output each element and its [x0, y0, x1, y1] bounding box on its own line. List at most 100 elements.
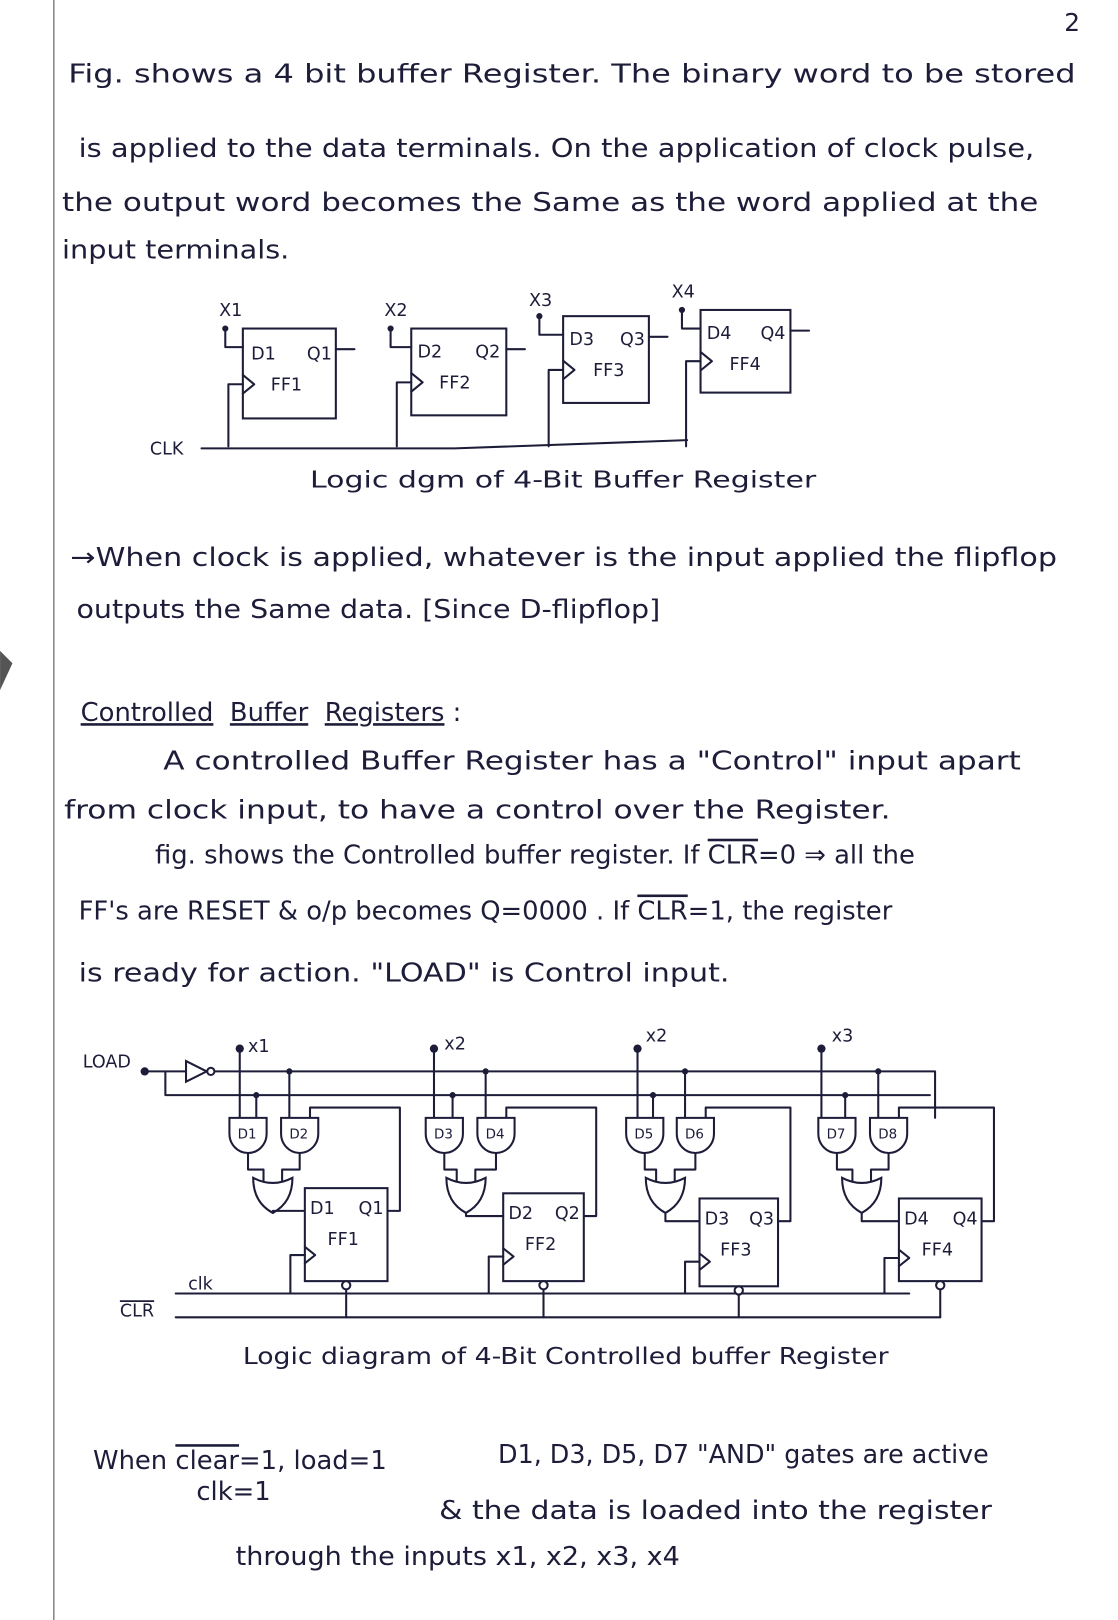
or-gate-icon: [644, 1176, 687, 1215]
data-input-wire: [538, 315, 565, 336]
and-gate-icon: [280, 1116, 320, 1154]
conclusion-line: & the data is loaded into the register: [439, 1496, 992, 1526]
or-to-ff-wire: [271, 1209, 306, 1214]
clock-triangle-icon: [502, 1247, 515, 1266]
d-label: D1: [251, 345, 276, 365]
clear-bubble: [733, 1285, 744, 1296]
junction-dot: [649, 1092, 657, 1099]
conclusion-clk: clk=1: [196, 1477, 270, 1507]
clr-overline: CLR: [708, 841, 758, 871]
or-to-ff-wire: [664, 1211, 701, 1223]
clock-bus: [200, 439, 689, 450]
clear-bubble: [935, 1280, 946, 1291]
q-label: Q2: [555, 1204, 580, 1224]
q-label: Q4: [953, 1209, 978, 1229]
flip-flop-box: [502, 1192, 585, 1283]
clear-bubble: [538, 1280, 549, 1291]
data-input-wire: [224, 327, 244, 349]
intro-line: is applied to the data terminals. On the…: [79, 134, 1035, 164]
input-label: x2: [444, 1035, 466, 1055]
input-label: X4: [672, 283, 695, 303]
input-label: x3: [832, 1026, 854, 1046]
buffer-gate-icon: [184, 1059, 210, 1084]
intro-line: the output word becomes the Same as the …: [62, 188, 1038, 218]
d-label: D3: [569, 330, 594, 350]
gate-label: D3: [434, 1128, 453, 1143]
clock-triangle-icon: [241, 373, 256, 395]
q-label: Q4: [760, 324, 785, 344]
heading-word: Controlled: [81, 698, 214, 728]
page-number: 2: [1064, 8, 1080, 37]
junction-dot: [875, 1068, 882, 1075]
and-to-or-wire: [643, 1151, 658, 1182]
text-segment: =1, the register: [688, 897, 893, 927]
gate-label: D6: [685, 1128, 704, 1143]
load-label: LOAD: [83, 1052, 131, 1072]
clock-triangle-icon: [897, 1248, 911, 1268]
clk-label: clk: [188, 1274, 214, 1294]
or-gate-icon: [841, 1176, 883, 1215]
junction-dot: [253, 1092, 260, 1099]
gate-label: D5: [634, 1128, 653, 1143]
and-gate-icon: [476, 1116, 516, 1154]
flip-flop-box: [562, 315, 650, 404]
and-to-or-wire: [835, 1151, 854, 1182]
or-to-ff-wire: [860, 1211, 900, 1223]
flip-flop-box: [897, 1197, 983, 1283]
d-label: D4: [904, 1209, 929, 1229]
clock-wire: [547, 368, 565, 448]
data-input-wire: [680, 308, 702, 330]
d-label: D1: [310, 1199, 335, 1219]
clr-overline: CLR: [637, 897, 687, 927]
heading-word: Registers: [325, 698, 445, 728]
and-gate-icon: [424, 1116, 464, 1154]
flip-flop-box: [410, 327, 508, 417]
feedback-wire: [704, 1106, 792, 1223]
gate-label: D7: [827, 1128, 846, 1143]
junction-dot: [842, 1092, 849, 1099]
d-label: D4: [707, 324, 732, 344]
section-line: A controlled Buffer Register has a "Cont…: [163, 747, 1021, 777]
intro-line: input terminals.: [62, 235, 289, 265]
q-label: Q2: [475, 342, 500, 362]
flip-flop-box: [698, 1197, 780, 1288]
flip-flop-box: [699, 308, 792, 394]
ff-label: FF2: [525, 1235, 556, 1255]
intro-paragraph: Fig. shows a 4 bit buffer Register. The …: [62, 60, 1076, 266]
conclusion: When clear=1, load=1 D1, D3, D5, D7 "AND…: [93, 1440, 992, 1572]
load-bar-bus: [213, 1070, 937, 1119]
section-line: fig. shows the Controlled buffer registe…: [155, 841, 915, 871]
clock-wire: [289, 1254, 306, 1295]
text-segment: =0 ⇒ all the: [758, 841, 915, 871]
conclusion-gates: D1, D3, D5, D7 "AND" gates are active: [498, 1440, 989, 1470]
and-to-or-wire: [869, 1151, 890, 1182]
gate-label: D4: [486, 1128, 505, 1143]
and-gate-icon: [625, 1116, 665, 1154]
or-gate-icon: [445, 1176, 487, 1215]
clock-wire: [883, 1256, 900, 1295]
section-line: is ready for action. "LOAD" is Control i…: [79, 959, 730, 989]
section-line: FF's are RESET & o/p becomes Q=0000 . If…: [79, 897, 893, 927]
q-label: Q1: [307, 345, 332, 365]
section-heading: Controlled Buffer Registers :: [81, 698, 462, 728]
and-gate-icon: [817, 1116, 857, 1154]
clock-wire: [685, 360, 702, 448]
controlled-buffer-section: Controlled Buffer Registers : A controll…: [64, 698, 1021, 988]
clock-triangle-icon: [562, 359, 576, 381]
clock-wire: [395, 381, 413, 448]
heading-colon: :: [453, 698, 462, 728]
clock-triangle-icon: [410, 372, 424, 393]
heading-word: Buffer: [230, 698, 309, 728]
q-label: Q1: [359, 1199, 384, 1219]
ff-label: FF1: [328, 1230, 359, 1250]
d-label: D3: [705, 1209, 730, 1229]
intro-line: Fig. shows a 4 bit buffer Register. The …: [68, 60, 1075, 90]
data-input-wire: [389, 327, 413, 349]
or-gate-icon: [252, 1176, 294, 1215]
input-label: X3: [529, 291, 552, 311]
text-segment: FF's are RESET & o/p becomes Q=0000 . If: [79, 897, 638, 927]
input-label: x2: [646, 1026, 668, 1046]
diagram-caption: Logic diagram of 4-Bit Controlled buffer…: [243, 1344, 889, 1370]
feedback-wire: [897, 1106, 995, 1223]
